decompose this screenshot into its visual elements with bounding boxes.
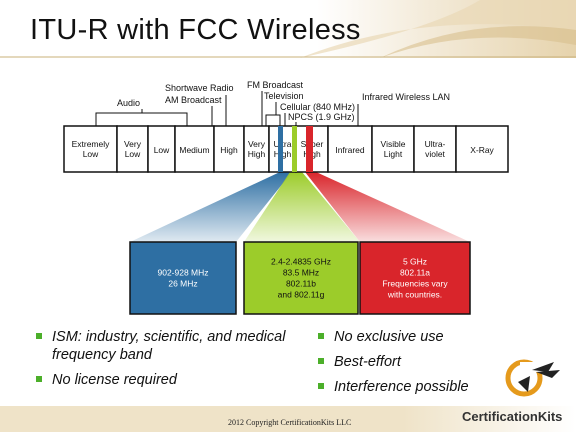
bullet-square: [318, 383, 324, 389]
ism-band-text: 26 MHz: [168, 279, 197, 289]
ism-band-box: [129, 241, 237, 315]
logo-text: CertificationKits: [462, 409, 563, 424]
label-fm-broadcast: FM Broadcast: [247, 80, 304, 90]
ism-band-text: and 802.11g: [278, 290, 325, 300]
label-infrared-wireless-lan: Infrared Wireless LAN: [362, 92, 450, 102]
bullets-right: No exclusive use Best-effort Interferenc…: [318, 328, 498, 403]
band-cell: [116, 125, 149, 173]
bullet-item: ISM: industry, scientific, and medical f…: [36, 328, 286, 364]
bullet-item: Interference possible: [318, 378, 498, 396]
band-label: Extremely: [72, 139, 111, 149]
label-npcs: NPCS (1.9 GHz): [288, 112, 355, 122]
band-cell: [455, 125, 509, 173]
ism-band-text: Frequencies vary: [382, 279, 448, 289]
ism-band-text: 902-928 MHz: [157, 268, 208, 278]
ism-band-box: [243, 241, 359, 315]
band-label: Low: [154, 145, 170, 155]
band-label: Very: [124, 139, 142, 149]
label-am-broadcast: AM Broadcast: [165, 95, 222, 105]
slide-title: ITU-R with FCC Wireless: [30, 14, 361, 46]
bullet-text: No license required: [52, 372, 177, 388]
certificationkits-logo-icon: [505, 359, 560, 397]
band-label: Low: [83, 149, 99, 159]
ism-band-text: 802.11b: [286, 279, 316, 289]
band-cell: [174, 125, 215, 173]
bullet-text: ISM: industry, scientific, and medical f…: [52, 329, 286, 363]
bullet-square: [318, 358, 324, 364]
bullet-square: [36, 333, 42, 339]
ism-band-text: 802.11a: [400, 268, 430, 278]
band-label: Ultra-: [425, 139, 446, 149]
fan-red: [305, 172, 470, 242]
ism-band-box: [359, 241, 471, 315]
bullets-left: ISM: industry, scientific, and medical f…: [36, 328, 286, 396]
label-audio: Audio: [117, 98, 140, 108]
bullet-item: Best-effort: [318, 353, 498, 371]
ism-band-text: 5 GHz: [403, 257, 427, 267]
label-cellular: Cellular (840 MHz): [280, 102, 355, 112]
band-label: Infrared: [335, 145, 365, 155]
fan-green: [244, 172, 360, 242]
band-label: High: [248, 149, 266, 159]
frequency-spectrum-diagram: Audio Shortwave Radio AM Broadcast FM Br…: [63, 80, 509, 315]
label-television: Television: [264, 91, 304, 101]
footer-band: [0, 406, 576, 432]
bullet-text: Interference possible: [334, 379, 469, 395]
band-label: Light: [384, 149, 403, 159]
strip-blue: [278, 126, 283, 172]
ism-band-text: 2.4-2.4835 GHz: [271, 257, 331, 267]
ism-band-text: 83.5 MHz: [283, 268, 319, 278]
band-label: Very: [248, 139, 266, 149]
bullet-item: No license required: [36, 371, 286, 389]
bullet-item: No exclusive use: [318, 328, 498, 346]
band-cell: [371, 125, 415, 173]
fan-blue: [130, 172, 292, 242]
label-shortwave: Shortwave Radio: [165, 83, 234, 93]
band-label: Medium: [179, 145, 209, 155]
band-label: Visible: [381, 139, 406, 149]
strip-red: [306, 126, 313, 172]
bullet-text: No exclusive use: [334, 329, 444, 345]
strip-green: [292, 126, 297, 172]
bullet-square: [318, 333, 324, 339]
bullet-text: Best-effort: [334, 354, 401, 370]
copyright-text: 2012 Copyright CertificationKits LLC: [228, 418, 352, 427]
title-decoration: [0, 0, 576, 58]
band-label: Low: [125, 149, 141, 159]
bullet-square: [36, 376, 42, 382]
band-label: High: [220, 145, 238, 155]
ism-band-text: with countries.: [387, 290, 442, 300]
band-label: X-Ray: [470, 145, 494, 155]
band-label: violet: [425, 149, 445, 159]
